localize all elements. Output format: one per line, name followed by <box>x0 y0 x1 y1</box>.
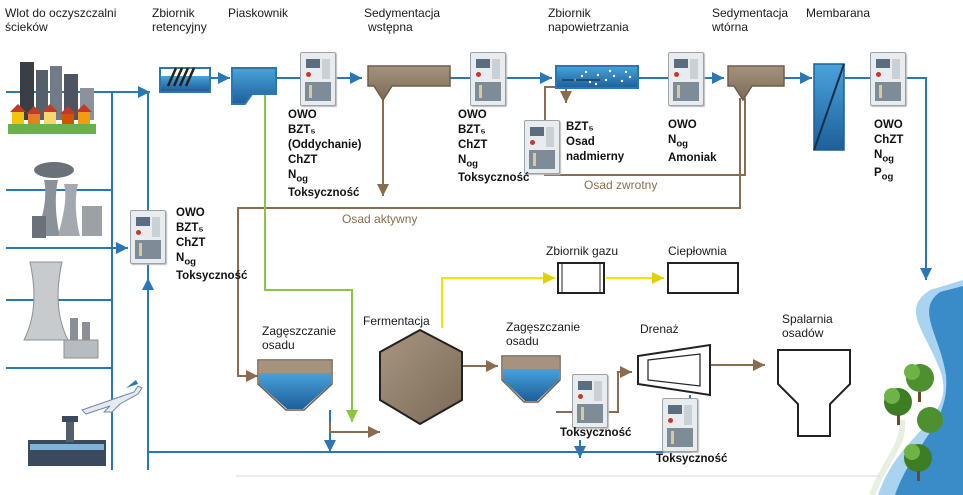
city-icon <box>8 62 96 134</box>
params-inlet: OWO BZT₅ ChZT Nog Toksyczność <box>176 207 248 283</box>
label-drainage: Drenaż <box>640 322 679 336</box>
params-secondary: OWO Nog Amoniak <box>668 119 717 165</box>
analyzer-icon <box>470 52 506 106</box>
membrane-unit <box>813 63 845 151</box>
power-plant-icon <box>32 162 102 238</box>
analyzer-icon <box>524 120 560 174</box>
gas-tank <box>557 262 605 294</box>
airplane-icon <box>81 380 143 415</box>
primary-clarifier <box>367 65 451 102</box>
retention-tank <box>159 67 211 93</box>
thickener-2 <box>501 355 561 403</box>
green-line <box>264 92 358 422</box>
drainage-press <box>637 343 711 397</box>
params-excess-sludge: BZT₅ Osad nadmierny <box>566 121 625 163</box>
label-active-sludge: Osad aktywny <box>342 212 418 226</box>
river <box>869 280 963 495</box>
label-heating: Ciepłownia <box>668 244 727 258</box>
analyzer-icon <box>668 52 704 106</box>
airport-icon <box>28 416 106 466</box>
analyzer-icon <box>572 374 608 428</box>
label-grit: Piaskownik <box>228 6 289 20</box>
aeration-tank <box>555 65 639 89</box>
label-gas-tank: Zbiornik gazu <box>546 244 619 258</box>
cooling-tower-icon <box>23 261 99 359</box>
thickener-1 <box>257 359 333 422</box>
tree-icon <box>884 364 943 481</box>
params-thickener-2: Toksyczność <box>560 427 632 439</box>
gas-lines <box>441 272 664 328</box>
heating-plant <box>667 262 739 294</box>
params-membrane: OWO ChZT Nog Pog <box>874 119 904 183</box>
analyzer-icon <box>870 52 906 106</box>
label-fermentation: Fermentacja <box>363 314 430 328</box>
params-grit: OWO BZT₅ (Oddychanie) ChZT Nog Toksyczno… <box>288 109 362 200</box>
params-primary: OWO BZT₅ ChZT Nog Toksyczność <box>458 109 530 185</box>
analyzer-icon <box>662 398 698 452</box>
incinerator <box>777 349 851 437</box>
analyzer-icon <box>300 52 336 106</box>
grit-chamber <box>231 67 277 105</box>
secondary-clarifier <box>727 65 785 102</box>
params-drainage: Toksyczność <box>656 453 728 465</box>
label-return-sludge: Osad zwrotny <box>584 178 658 192</box>
analyzer-icon <box>130 210 166 264</box>
label-membrane: Membarana <box>806 6 871 20</box>
fermentation-tank <box>379 328 463 426</box>
